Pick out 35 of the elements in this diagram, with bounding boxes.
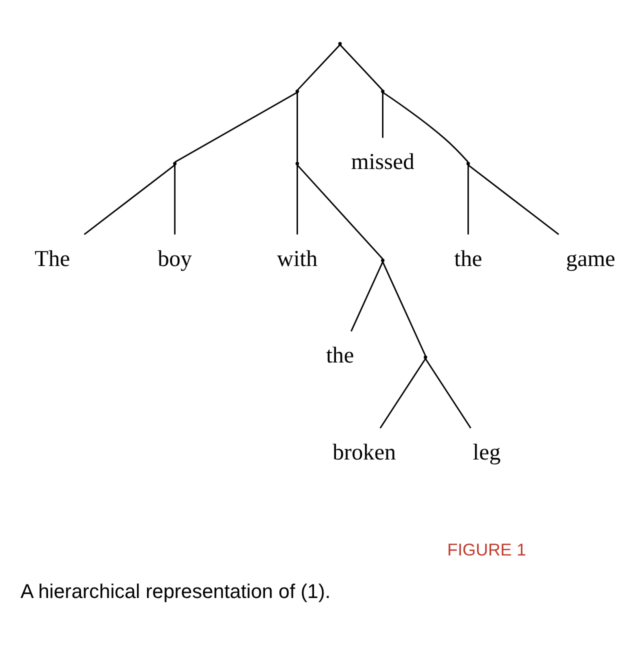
node-point bbox=[381, 90, 384, 94]
connector bbox=[174, 92, 298, 163]
connector bbox=[174, 165, 176, 234]
connector bbox=[382, 92, 384, 138]
caption: A hierarchical representation of (1). bbox=[20, 581, 331, 604]
connector bbox=[424, 358, 472, 429]
node-text: broken bbox=[332, 439, 396, 464]
node-text: the bbox=[326, 342, 354, 368]
node-text: leg bbox=[472, 439, 501, 464]
label: FIGURE 1 bbox=[447, 540, 526, 560]
node-point bbox=[381, 258, 384, 262]
connector bbox=[382, 262, 426, 356]
node-point bbox=[466, 162, 470, 166]
node-point bbox=[173, 162, 177, 166]
connector bbox=[467, 165, 469, 234]
node-text: missed bbox=[351, 148, 414, 174]
node-point bbox=[296, 162, 300, 166]
connector bbox=[380, 358, 426, 429]
connector bbox=[84, 164, 176, 236]
connector bbox=[296, 165, 298, 234]
node-text: the bbox=[454, 246, 482, 271]
connector bbox=[350, 262, 384, 332]
node-text: game bbox=[566, 246, 616, 271]
node-point bbox=[296, 90, 300, 94]
node-point bbox=[338, 42, 342, 46]
connector bbox=[340, 44, 384, 91]
connector bbox=[382, 92, 469, 162]
connector bbox=[296, 44, 340, 91]
node-point bbox=[424, 356, 428, 359]
node-text: boy bbox=[158, 246, 192, 271]
node-text: The bbox=[34, 246, 70, 271]
connector bbox=[296, 164, 384, 260]
connector bbox=[296, 92, 298, 162]
connector bbox=[468, 164, 560, 236]
node-text: with bbox=[277, 246, 318, 271]
